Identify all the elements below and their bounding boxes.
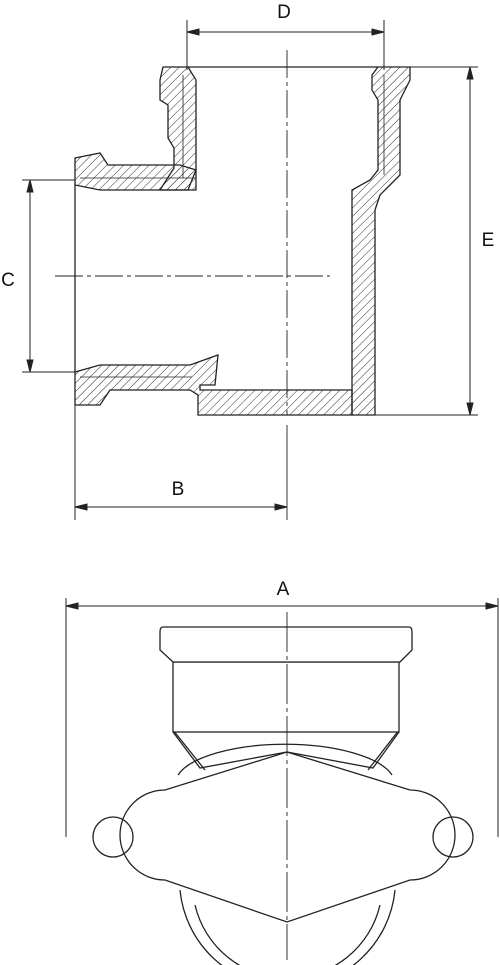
plan-view: [92, 626, 474, 965]
section-centerlines: [55, 50, 330, 415]
dimension-label-B: B: [172, 479, 185, 500]
mounting-hole-left: [92, 816, 134, 858]
dimension-label-A: A: [277, 579, 290, 600]
rear-body-arc: [179, 889, 396, 965]
dimension-E: [375, 66, 478, 416]
top-nut: [159, 626, 413, 663]
neck-cone-left: [172, 731, 288, 769]
dimension-A: [65, 598, 499, 837]
rear-body-top-arc: [177, 743, 393, 776]
neck-cone-right: [286, 731, 400, 769]
section-view: [74, 66, 411, 416]
dimension-label-E: E: [482, 230, 495, 251]
dimension-B: [74, 405, 288, 520]
side-arm-top-wall: [74, 152, 197, 191]
neck-cone: [172, 729, 400, 771]
right-wall: [351, 66, 411, 416]
flange-plate: [119, 751, 456, 923]
dimension-D: [186, 20, 385, 70]
dimension-label-C: C: [1, 270, 15, 291]
dimension-C: [22, 179, 75, 373]
dimension-label-D: D: [277, 2, 291, 23]
rear-body-inner-arc: [194, 904, 381, 965]
bottom-wall: [74, 354, 353, 416]
hex-body: [172, 661, 400, 733]
mounting-hole-right: [432, 816, 474, 858]
